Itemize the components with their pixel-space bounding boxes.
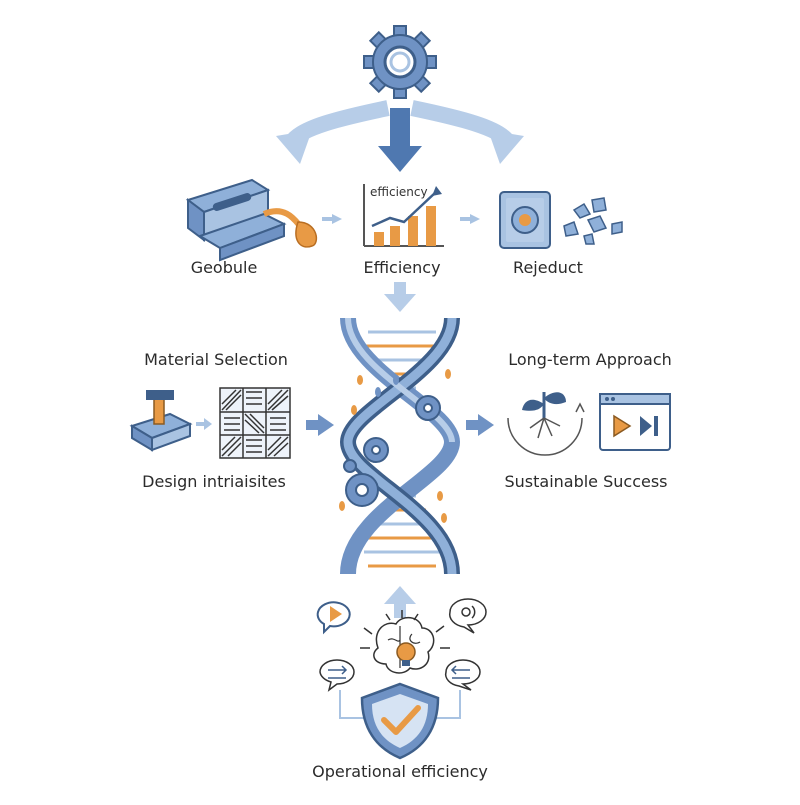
gear-icon — [363, 25, 437, 99]
arrow-right-1 — [332, 214, 342, 224]
dna-helix-icon — [339, 317, 461, 575]
reject-block-icon — [499, 191, 551, 249]
arrow-down-top — [384, 294, 416, 312]
chart-caption: efficiency — [370, 185, 428, 199]
pattern-grid-icon — [219, 387, 291, 459]
label-design-intriaisites: Design intriaisites — [142, 472, 286, 491]
arrow-right-right-block — [478, 414, 494, 436]
label-long-term-approach: Long-term Approach — [508, 350, 672, 369]
label-geobule: Geobule — [190, 258, 258, 277]
growth-chart-icon: efficiency — [363, 184, 444, 247]
press-machine-icon — [129, 390, 193, 452]
arrow-right-left-block — [318, 414, 334, 436]
sprout-icon — [507, 392, 585, 456]
speech-bubble-icon — [316, 601, 351, 635]
brain-bulb-icon — [360, 610, 450, 674]
top-split-arrows — [276, 100, 524, 172]
label-operational-efficiency: Operational efficiency — [312, 762, 488, 781]
link-part-icon — [185, 178, 318, 262]
helix-gears — [343, 395, 441, 507]
media-player-icon — [599, 393, 671, 451]
label-rejeduct: Rejeduct — [513, 258, 583, 277]
label-efficiency: Efficiency — [363, 258, 441, 277]
label-sustainable-success: Sustainable Success — [504, 472, 668, 491]
speech-bubble-icon — [448, 598, 487, 634]
speech-bubble-icon — [319, 659, 355, 692]
label-material-selection: Material Selection — [144, 350, 288, 369]
debris-icon — [563, 197, 623, 245]
shield-check-icon — [360, 682, 440, 760]
droplets — [339, 369, 451, 523]
arrow-up-bottom — [384, 586, 416, 604]
connector-lines — [339, 690, 461, 719]
speech-bubble-icon — [444, 659, 481, 691]
